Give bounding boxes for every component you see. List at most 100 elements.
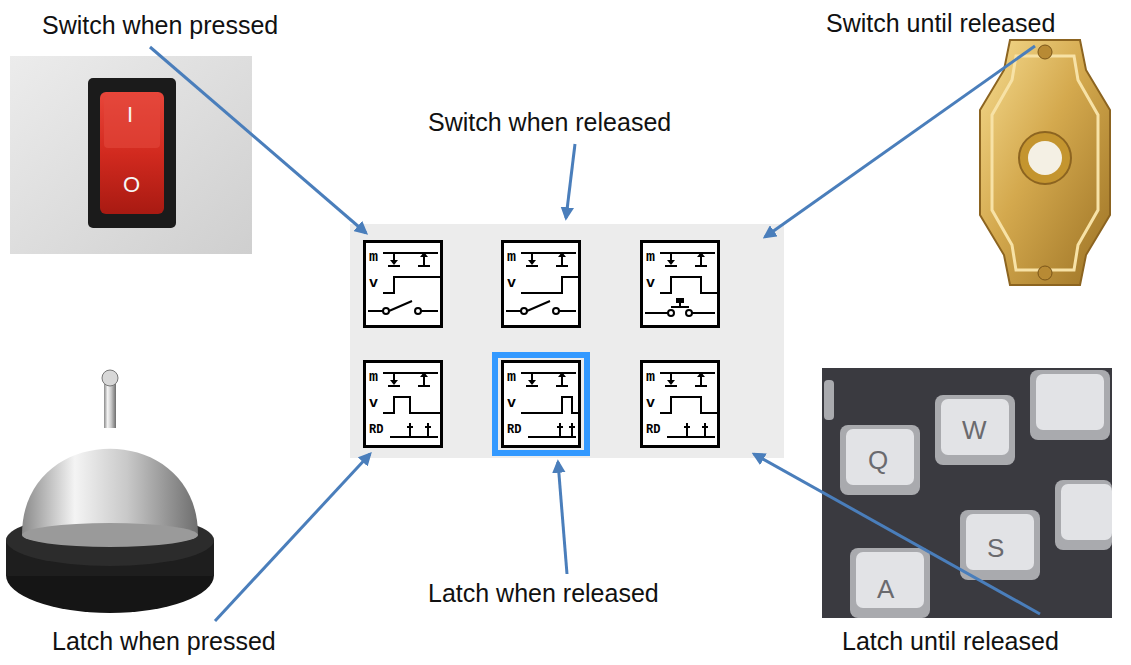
- key-letter: A: [877, 574, 894, 604]
- waveform-lines: [383, 373, 440, 437]
- label-anchor: Latch when pressed: [52, 626, 276, 656]
- icon-panel-part: [495, 355, 587, 453]
- leader-arrows-part: [215, 454, 370, 621]
- action-caption: Latch when released: [428, 578, 659, 608]
- doorbell-photo-part: [1019, 132, 1071, 184]
- mechanical-action-icon: mv: [501, 240, 581, 328]
- label-anchor: Q: [868, 445, 888, 475]
- mechanical-signal-name: m: [504, 245, 578, 271]
- mechanical-signal-name: m: [504, 365, 578, 391]
- press-arrow: [390, 260, 398, 265]
- key-letter: Q: [868, 445, 888, 475]
- value-signal-name: v: [643, 391, 717, 417]
- service-bell-photo: [6, 370, 214, 613]
- leader-arrows-part: [558, 462, 567, 574]
- rocker-switch-photo-part: [104, 96, 160, 148]
- mechanical-signal-name: m: [643, 245, 717, 271]
- release-arrow: [558, 252, 566, 257]
- icon-panel: [350, 224, 784, 458]
- key-letter: S: [987, 533, 1004, 563]
- service-bell-photo-part: [102, 370, 118, 386]
- keyboard-photo-part: [856, 552, 924, 608]
- action-caption: Switch when released: [428, 107, 671, 137]
- keyboard-photo-part: [960, 510, 1040, 580]
- label-anchor: Latch when released: [428, 578, 659, 608]
- mechanical-action-icon: mvRD: [363, 360, 443, 448]
- doorbell-photo-part: [980, 40, 1110, 285]
- mechanical-signal-name: m: [643, 365, 717, 391]
- key-letter: W: [962, 415, 987, 445]
- waveform-lines: [368, 253, 440, 314]
- label-anchor: A: [877, 574, 894, 604]
- doorbell-photo-part: [1028, 141, 1062, 175]
- doorbell-photo-part: [1038, 266, 1052, 280]
- leader-arrows-part: [566, 144, 575, 218]
- label-anchor: S: [987, 533, 1004, 563]
- push-button-cap: [676, 298, 684, 303]
- label-anchor: Latch until released: [842, 626, 1059, 656]
- leader-arrows: [150, 46, 1040, 621]
- service-bell-photo-part: [22, 449, 198, 535]
- value-signal-name: v: [643, 271, 717, 297]
- waveform-lines: [660, 373, 717, 437]
- label-anchor: O: [123, 170, 140, 200]
- keyboard-photo-part: [1055, 480, 1112, 550]
- doorbell-photo: [980, 40, 1110, 285]
- press-arrow: [528, 380, 536, 385]
- switch-marking: I: [127, 100, 133, 130]
- release-arrow: [558, 372, 566, 377]
- keyboard-photo-part: [1061, 484, 1112, 540]
- press-arrow: [667, 380, 675, 385]
- label-anchor: W: [962, 415, 987, 445]
- release-arrow: [420, 252, 428, 257]
- mechanical-action-icon: mvRD: [501, 360, 581, 448]
- value-signal-name: v: [504, 391, 578, 417]
- read-signal-name: RD: [643, 417, 717, 443]
- keyboard-photo-part: [846, 429, 914, 485]
- doorbell-photo-part: [992, 56, 1098, 270]
- waveform-lines: [521, 373, 578, 437]
- release-arrow: [420, 372, 428, 377]
- service-bell-photo-part: [22, 523, 198, 547]
- rocker-switch-photo-part: [10, 56, 252, 254]
- release-arrow: [697, 372, 705, 377]
- keyboard-photo-part: [1036, 374, 1104, 430]
- release-arrow: [697, 252, 705, 257]
- rocker-switch-photo: [10, 56, 252, 254]
- action-caption: Switch when pressed: [42, 10, 278, 40]
- press-arrow: [667, 260, 675, 265]
- leader-arrows-part: [765, 46, 1035, 237]
- label-anchor: Switch when pressed: [42, 10, 278, 40]
- waveform-lines: [506, 253, 578, 314]
- keyboard-photo-part: [824, 380, 834, 420]
- waveform-lines: [645, 253, 717, 316]
- keyboard-photo-part: [850, 548, 930, 618]
- label-anchor: Switch until released: [826, 8, 1055, 38]
- keyboard-photo-part: [822, 368, 1112, 618]
- value-signal-name: v: [504, 271, 578, 297]
- rocker-switch-photo-part: [88, 78, 176, 228]
- switch-marking: O: [123, 170, 140, 200]
- mechanical-signal-name: m: [366, 365, 440, 391]
- mechanical-action-icon: mv: [363, 240, 443, 328]
- mechanical-signal-name: m: [366, 245, 440, 271]
- read-signal-name: RD: [366, 417, 440, 443]
- action-caption: Latch when pressed: [52, 626, 276, 656]
- press-arrow: [528, 260, 536, 265]
- keyboard-photo-part: [966, 514, 1034, 570]
- icon-panel-part: [350, 224, 784, 458]
- action-caption: Latch until released: [842, 626, 1059, 656]
- value-signal-name: v: [366, 271, 440, 297]
- read-signal-name: RD: [504, 417, 578, 443]
- label-anchor: Switch when released: [428, 107, 671, 137]
- mechanical-action-icon: mvRD: [640, 360, 720, 448]
- leader-arrows-part: [754, 454, 1040, 614]
- doorbell-photo-part: [1038, 45, 1052, 59]
- leader-arrows-part: [150, 47, 366, 233]
- keyboard-photo-part: [840, 425, 920, 495]
- value-signal-name: v: [366, 391, 440, 417]
- service-bell-photo-part: [104, 382, 116, 428]
- keyboard-photo-part: [935, 395, 1015, 465]
